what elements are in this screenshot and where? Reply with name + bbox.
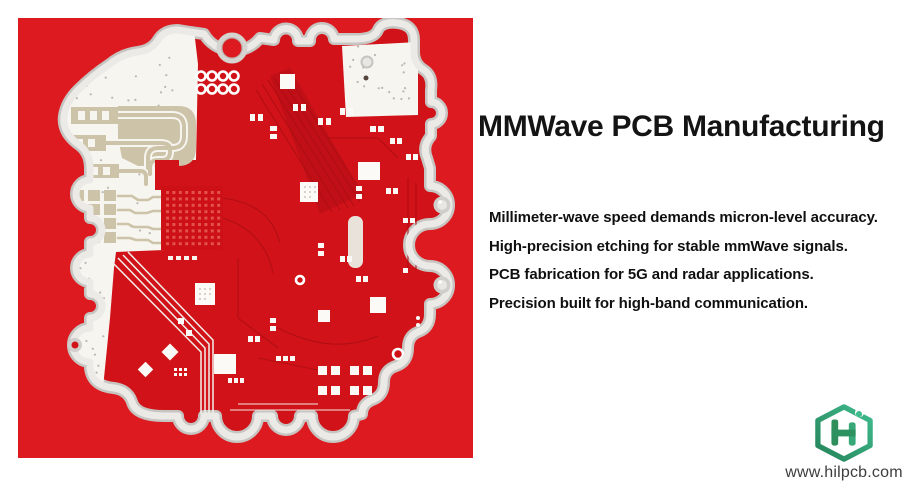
brand-footer: www.hilpcb.com — [778, 404, 910, 482]
pcb-board-illustration — [18, 18, 473, 458]
component-pads — [137, 70, 429, 411]
feature-item: Millimeter-wave speed demands micron-lev… — [489, 209, 878, 226]
feature-item: Precision built for high-band communicat… — [489, 294, 808, 312]
guard-traces — [111, 251, 214, 414]
website-url: www.hilpcb.com — [785, 464, 903, 481]
hilpcb-logo-icon — [815, 404, 873, 462]
plated-edge — [60, 19, 453, 441]
headline: MMWave PCB Manufacturing — [478, 110, 885, 143]
bga-area — [155, 160, 223, 260]
feature-item: PCB fabrication for 5G and radar applica… — [489, 266, 814, 283]
mounting-holes — [68, 32, 451, 352]
pcb-photo — [18, 18, 473, 458]
feature-item: High-precision etching for stable mmWave… — [489, 237, 848, 255]
feature-list: Millimeter-wave speed demands micron-lev… — [489, 204, 910, 318]
